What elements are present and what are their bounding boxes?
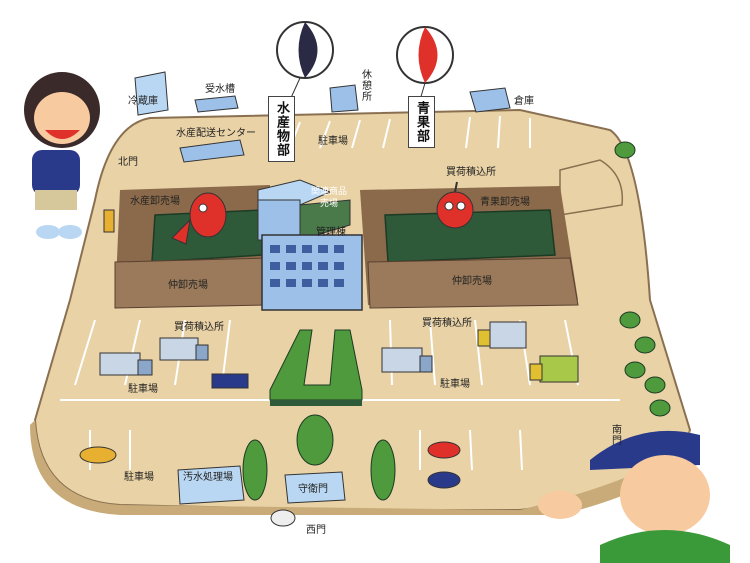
label-fish-wholesale: 水産卸売場 — [130, 196, 180, 207]
label-parking-right: 駐車場 — [440, 379, 470, 390]
fish-mascot — [171, 192, 227, 245]
banner-fish-department: 水産物部 — [268, 96, 295, 162]
fish-delivery-center — [179, 139, 245, 163]
rest-area — [329, 84, 359, 113]
label-loading-left: 買荷積込所 — [174, 322, 224, 333]
guide-character — [538, 430, 730, 563]
label-west-gate: 西門 — [306, 525, 326, 536]
boy-character — [24, 72, 100, 239]
fish-dept-balloon — [276, 21, 334, 101]
label-related-goods: 関連商品売場 — [310, 187, 347, 209]
sewage-plant — [177, 465, 245, 505]
label-sewage-plant: 汚水処理場 — [183, 472, 233, 483]
warehouse — [469, 87, 511, 113]
water-tank — [194, 95, 239, 113]
label-parking-top: 駐車場 — [318, 136, 348, 147]
label-parking-left: 駐車場 — [128, 384, 158, 395]
produce-market-hall — [360, 186, 579, 309]
label-cold-storage: 冷蔵庫 — [128, 96, 158, 107]
apple-mascot — [436, 181, 474, 229]
label-water-tank: 受水槽 — [205, 84, 235, 95]
fish-market-hall — [114, 185, 271, 309]
central-garden — [269, 329, 363, 406]
label-loading-top-right: 買荷積込所 — [446, 167, 496, 178]
label-south-gate: 南門 — [612, 425, 622, 447]
label-produce-wholesale: 青果卸売場 — [480, 197, 530, 208]
cold-storage — [134, 71, 169, 116]
guard-house — [284, 471, 346, 504]
label-guard-gate: 守衛門 — [298, 484, 328, 495]
label-warehouse: 倉庫 — [514, 96, 534, 107]
label-north-gate: 北門 — [118, 157, 138, 168]
access-road — [559, 159, 624, 216]
vehicles — [79, 209, 579, 527]
label-intermediate-right: 仲卸売場 — [452, 276, 492, 287]
label-fish-delivery-center: 水産配送センター — [176, 128, 256, 139]
label-rest-area: 休憩所 — [362, 70, 372, 103]
banner-produce-department: 青果部 — [408, 96, 435, 148]
produce-dept-balloon — [396, 26, 454, 101]
admin-building — [257, 179, 363, 311]
label-loading-right: 買荷積込所 — [422, 318, 472, 329]
label-parking-bottom: 駐車場 — [124, 472, 154, 483]
label-admin-building: 管理棟 — [316, 227, 346, 238]
label-intermediate-left: 仲卸売場 — [168, 280, 208, 291]
trees — [242, 141, 671, 501]
